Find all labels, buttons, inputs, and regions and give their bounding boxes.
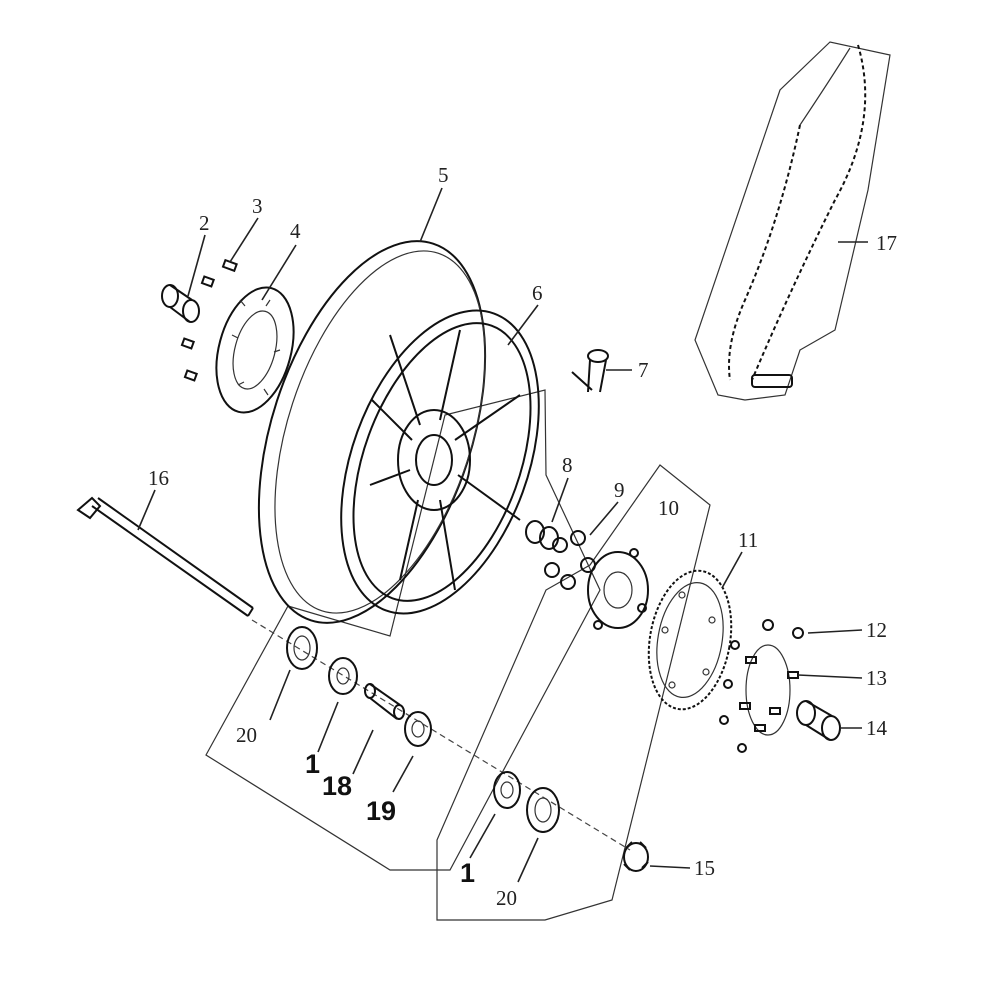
callout-4: 4 [290, 219, 301, 243]
drive-chain [728, 44, 867, 388]
right-spacer [796, 700, 841, 741]
callout-9: 9 [614, 478, 625, 502]
tire-valve [571, 349, 609, 393]
callout-17: 17 [876, 231, 897, 255]
callout-12: 12 [866, 618, 887, 642]
disc-bolts [180, 258, 238, 382]
callout-6: 6 [532, 281, 543, 305]
callout-10: 10 [658, 496, 679, 520]
oil-seal-left [286, 626, 318, 670]
callout-3: 3 [252, 194, 263, 218]
sprocket-nuts [719, 619, 804, 753]
callout-13: 13 [866, 666, 887, 690]
spacer-collar [161, 284, 200, 323]
wheel-rim [340, 309, 540, 615]
sprocket-assembly-box [436, 464, 711, 921]
sprocket-hub [587, 548, 649, 630]
rear-sprocket [647, 569, 733, 711]
damper-rubbers [544, 530, 596, 590]
bearing-right [493, 771, 521, 809]
callout-1-right: 1 [460, 858, 475, 888]
chain-box [694, 41, 891, 401]
callout-19: 19 [366, 796, 396, 826]
oil-seal-right [526, 787, 560, 833]
callout-15: 15 [694, 856, 715, 880]
callout-1-left: 1 [305, 749, 320, 779]
sprocket-bolts [739, 644, 799, 736]
callout-11: 11 [738, 528, 758, 552]
callout-8: 8 [562, 453, 573, 477]
callout-14: 14 [866, 716, 888, 740]
brake-disc [215, 286, 295, 414]
bearing-left [328, 657, 358, 695]
bearing-inner [404, 711, 432, 747]
callout-16: 16 [148, 466, 169, 490]
callout-2: 2 [199, 211, 210, 235]
callout-7: 7 [638, 358, 649, 382]
distance-collar [364, 683, 405, 720]
callout-labels: 2 3 4 5 6 7 8 9 10 11 12 13 14 15 16 17 … [148, 163, 897, 910]
tire [257, 240, 487, 624]
leader-lines [137, 187, 868, 883]
axle-nut [623, 841, 649, 872]
callout-5: 5 [438, 163, 449, 187]
callout-18: 18 [322, 771, 352, 801]
callout-20-left: 20 [236, 723, 257, 747]
callout-20-right: 20 [496, 886, 517, 910]
rear-axle [76, 496, 631, 851]
